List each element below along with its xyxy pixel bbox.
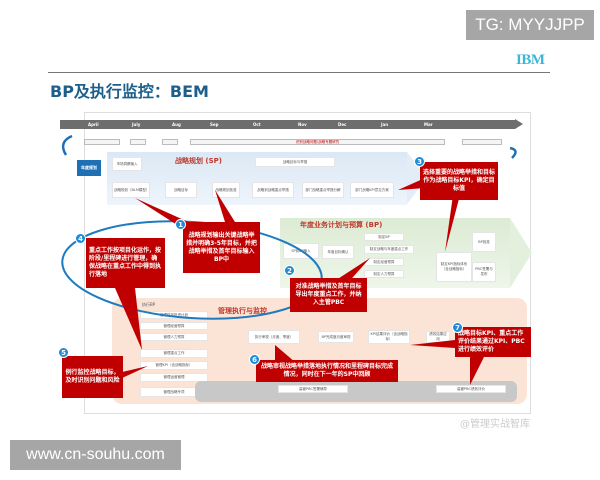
sp-box: 战略目标 <box>165 182 197 198</box>
step-badge-3: 3 <box>414 156 425 167</box>
phase-arrow <box>130 139 146 145</box>
bp-box: SP到BP输入 <box>283 243 319 259</box>
cycle-arrow-left-icon <box>61 134 73 156</box>
month-label: Dec <box>338 122 347 127</box>
month-label: April <box>88 122 99 127</box>
callout-6: 战略审视战略举措落地执行情况和里程碑目标完成情况，同时在下一年的SP中回顾 <box>256 360 398 382</box>
step-badge-5: 5 <box>58 347 69 358</box>
month-label: July <box>132 122 141 127</box>
annual-planning-box: 年度规划 <box>77 160 101 176</box>
page-title: BP及执行监控：BEM <box>50 82 209 101</box>
callout-2: 对准战略举措及首年目标导出年度重点工作，并纳入主管PBC <box>290 278 367 312</box>
mg-box: 管理人力预算 <box>140 333 208 341</box>
bp-box: 年度目标确认 <box>322 245 354 259</box>
bp-box: BP批准 <box>472 232 496 252</box>
month-label: Nov <box>298 122 307 127</box>
step-badge-1: 1 <box>175 219 186 230</box>
month-label: Aug <box>172 122 181 127</box>
callout-4: 重点工作按项目化运作，按阶段/里程碑进行管理，确保战略在重点工作中得到执行落地 <box>86 238 165 288</box>
callout-7: 战略目标KPI、重点工作评价结果通过KPI、PBC进行绩效评价 <box>455 327 531 357</box>
ibm-logo: IBM <box>516 52 545 68</box>
mg-flow-box: 执行审视（月度、季度） <box>248 330 300 344</box>
step-badge-4: 4 <box>75 233 86 244</box>
bp-box: 制定BP <box>364 233 404 241</box>
bp-box: 制定经营预算 <box>364 258 404 266</box>
month-label: Jan <box>381 122 389 127</box>
watermark-site: www.cn-souhu.com <box>10 440 181 470</box>
bp-title: 年度业务计划与预算 (BP) <box>300 221 383 229</box>
bp-box: 制定人力预算 <box>364 270 404 278</box>
phase-arrow <box>162 139 178 145</box>
management-title: 管理执行与监控 <box>218 307 267 315</box>
step-badge-6: 6 <box>249 354 260 365</box>
callout-1: 战略规划输出关键战略举措并明确3-5年目标，并把战略举措及首年目标输入BP中 <box>183 222 260 273</box>
header-divider <box>48 72 550 73</box>
sp-box: 战略到战略重点举措 <box>252 182 294 198</box>
step-badge-7: 7 <box>452 322 463 333</box>
mg-box: 管理重点工作 <box>140 349 208 358</box>
mg-flow-box: KPI结果评价（含战略指标） <box>368 330 410 344</box>
sp-box: 部门战略KPI意见方案 <box>350 182 394 198</box>
mg-box: 管理经营预算 <box>140 322 208 330</box>
sp-title: 战略规划 (SP) <box>175 157 223 165</box>
sp-box: 部门战略重点举措分解 <box>302 182 344 198</box>
bp-band-arrow <box>510 218 532 288</box>
step-badge-2: 2 <box>284 265 295 276</box>
bp-box: 制定KPI指标体系（含战略指标） <box>436 252 472 282</box>
sp-box: 战略目标与举措 <box>255 157 335 167</box>
sp-box: 市场洞察输入 <box>112 157 142 171</box>
mg-box: 管理财务投资计划 <box>140 311 208 319</box>
research-phase-arrow: 识别战略问题/战略专题研究 <box>190 139 445 145</box>
month-label: Oct <box>253 122 261 127</box>
phase-arrow <box>462 139 502 145</box>
pbc-box: 高管PBC签署辅导 <box>278 385 348 393</box>
callout-3: 选择重要的战略举措和目标作为战略目标KPI，确定目标值 <box>420 162 498 200</box>
phase-arrow <box>84 139 120 145</box>
pbc-box: 高管PBC绩效评价 <box>436 385 506 393</box>
watermark-corner: @管理实战智库 <box>460 419 530 430</box>
month-label: Mar <box>424 122 433 127</box>
execute-bp-label: 执行BP <box>142 302 156 307</box>
callout-5: 例行监控战略目标，及时识别问题和风险 <box>62 356 123 398</box>
bp-box: PBC签署与发布 <box>472 262 496 282</box>
month-label: Sep <box>210 122 219 127</box>
sp-box: 战略规划（BLM模型） <box>112 182 150 198</box>
mg-box: 管理KPI（含战略指标） <box>140 361 208 370</box>
mg-flow-box: 绩效结果应用 <box>426 331 450 343</box>
mg-flow-box: BP完成度月度审视 <box>318 331 354 343</box>
watermark-tg: TG: MYYJJPP <box>466 10 594 40</box>
timeline-bar: April July Aug Sep Oct Nov Dec Jan Mar <box>60 119 523 129</box>
sp-box: 战略规划批准 <box>212 182 240 198</box>
bp-box: 制定战略与年度重点工作 <box>364 245 414 254</box>
